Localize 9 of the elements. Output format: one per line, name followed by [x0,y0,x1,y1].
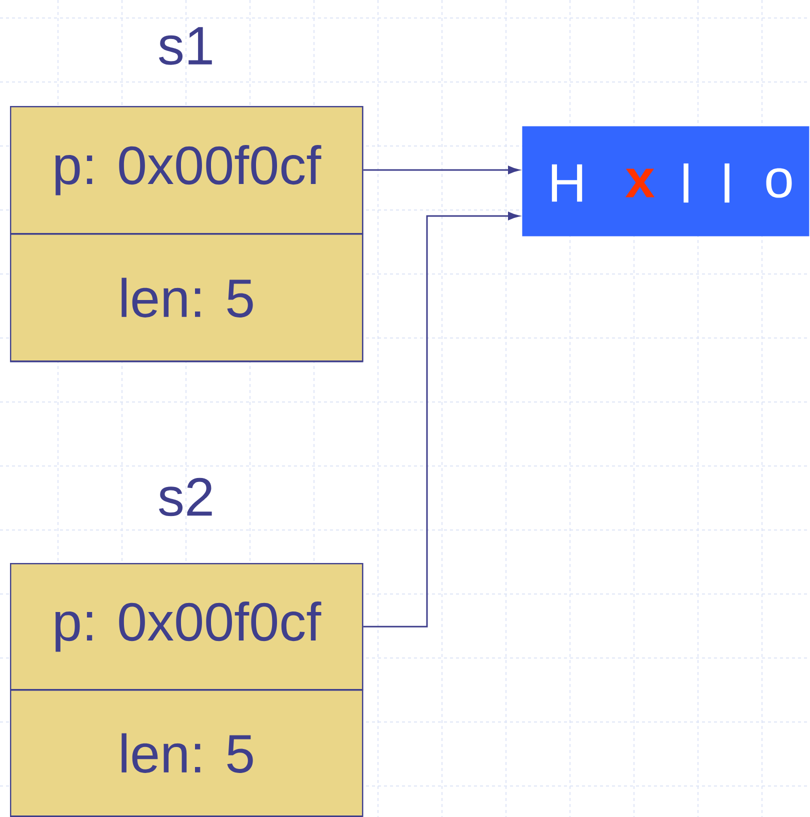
field-box: len: 5 [10,234,364,362]
node-label: s2 [158,478,212,516]
node-label: s1 [158,27,212,65]
field-box: p: 0x00f0cf [10,106,364,234]
arrow [363,166,520,174]
field-box: len: 5 [10,690,364,817]
string-box: H x l l o [522,126,810,236]
field-box: p: 0x00f0cf [10,563,364,690]
arrow [363,212,520,628]
